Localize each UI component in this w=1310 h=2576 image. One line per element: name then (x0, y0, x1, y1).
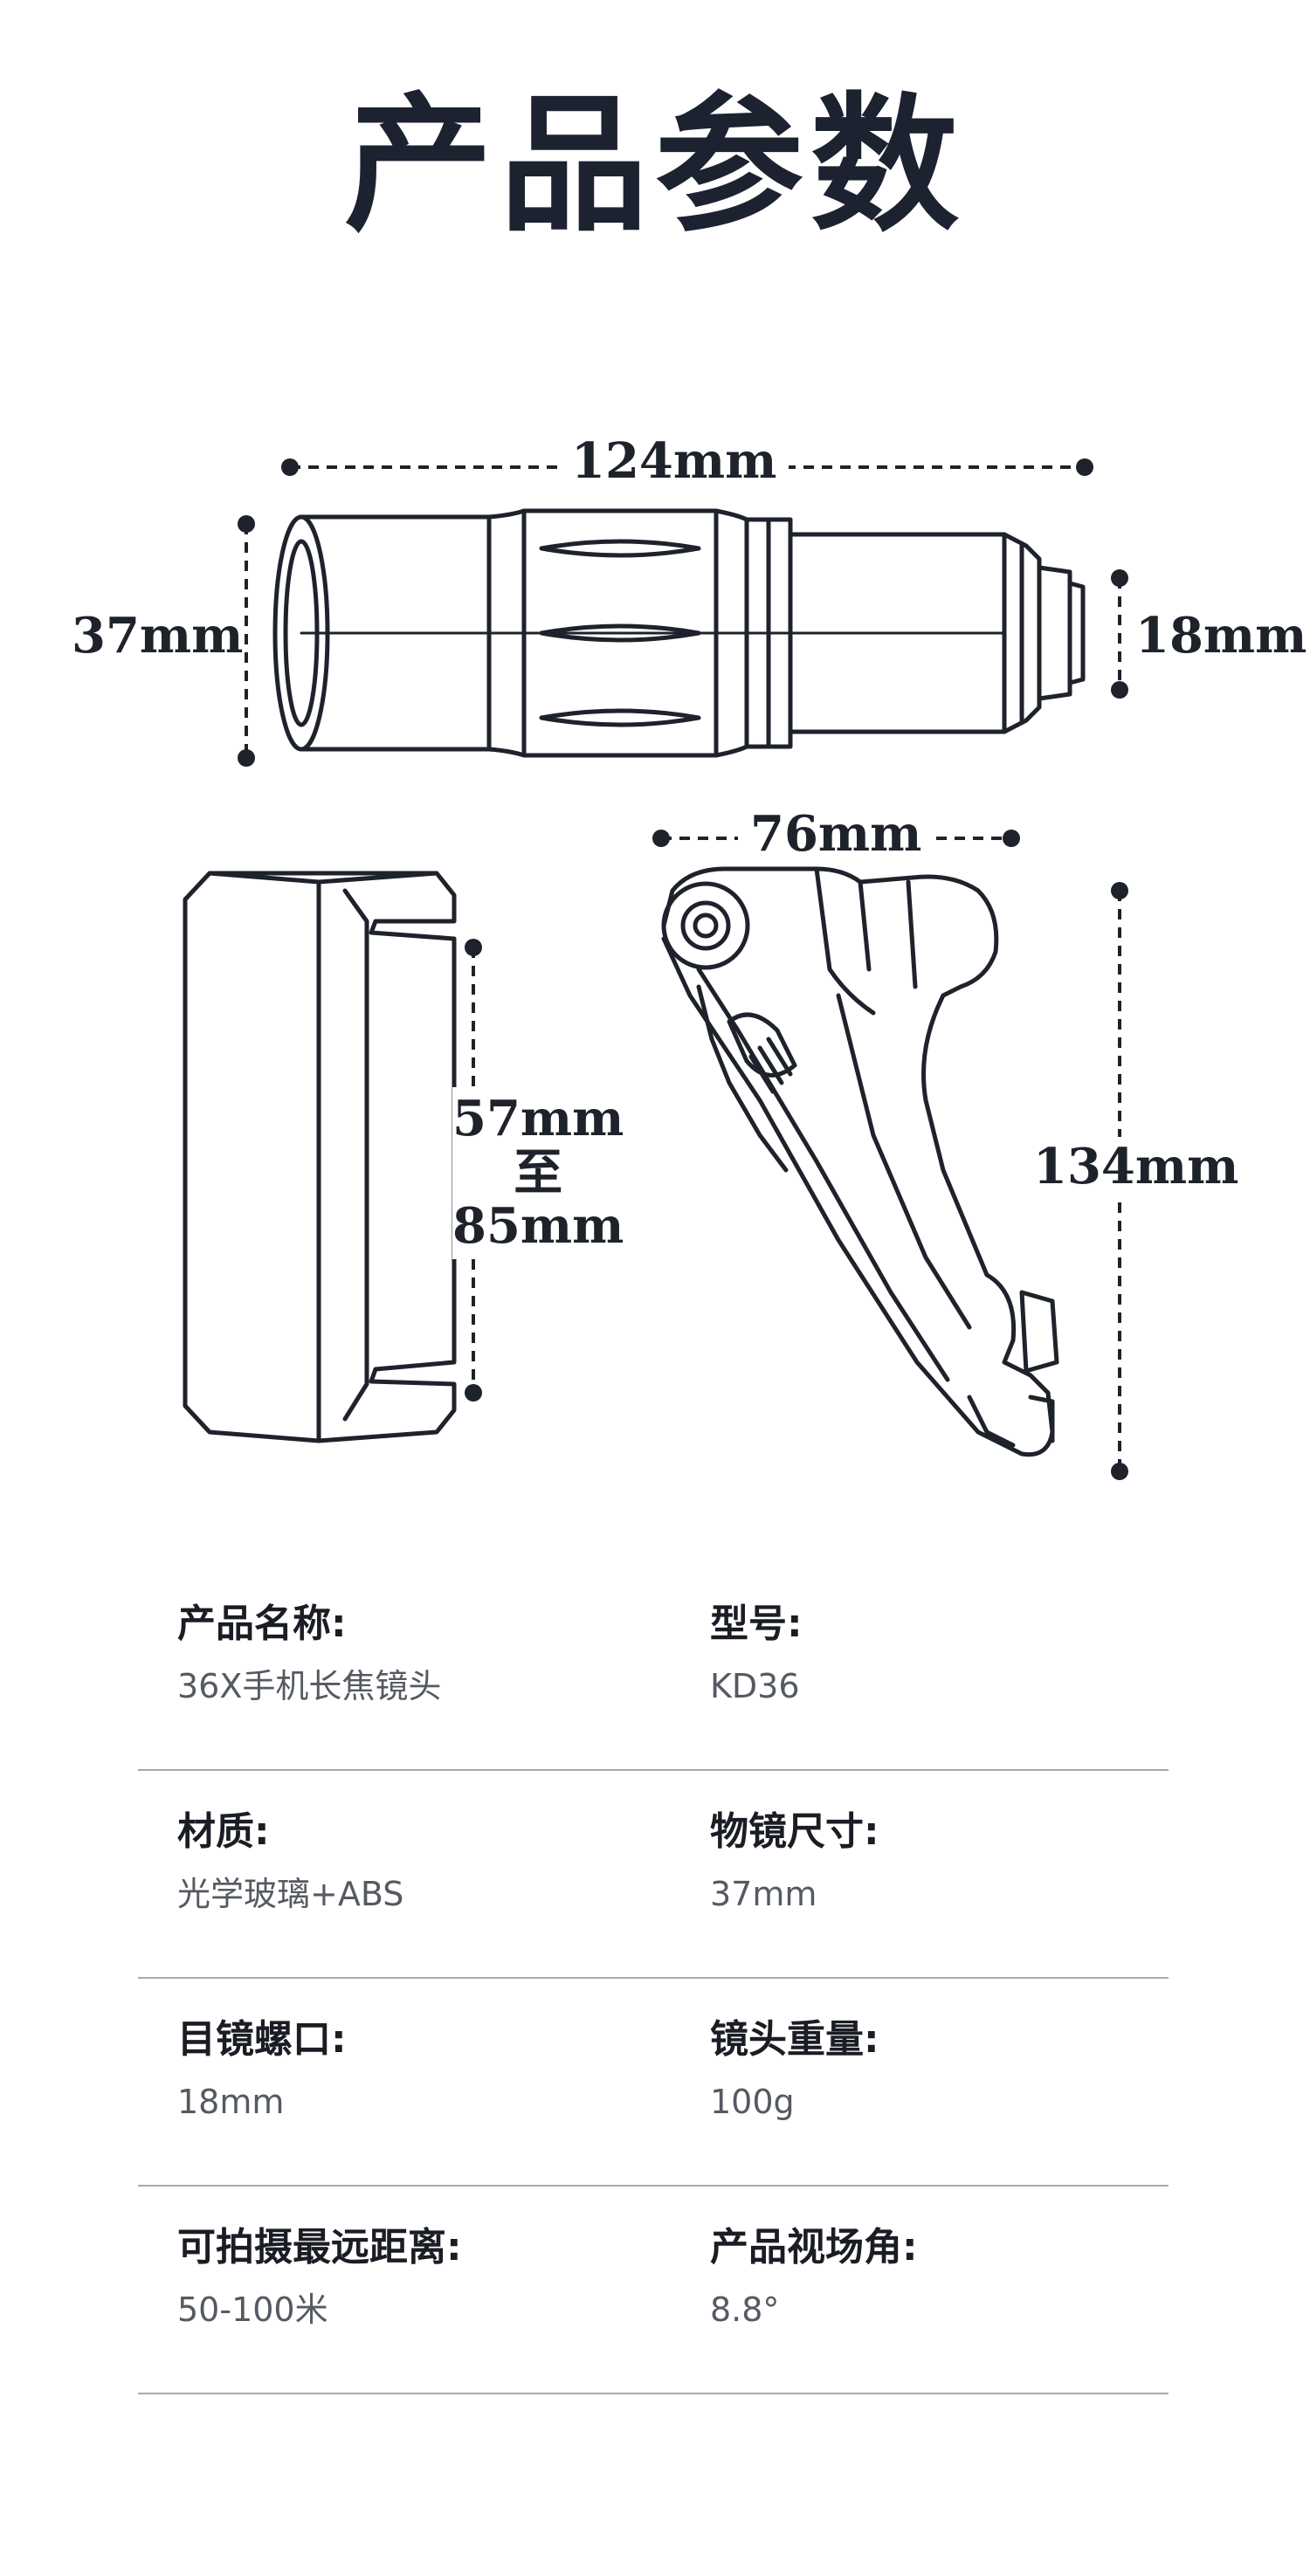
phone-range-min: 57mm (452, 1090, 624, 1147)
phone-range-max: 85mm (452, 1197, 624, 1256)
spec-label: 可拍摄最远距离: (177, 2225, 462, 2269)
spec-value: 18mm (177, 2083, 285, 2121)
product-diagram (183, 458, 1128, 1480)
monocular-lens-drawing (272, 508, 1086, 758)
spec-label: 产品视场角: (710, 2225, 918, 2269)
spec-cell: 物镜尺寸: 37mm (710, 1813, 879, 1911)
spec-cell: 可拍摄最远距离: 50-100米 (177, 2225, 462, 2329)
spec-cell: 产品视场角: 8.8° (710, 2225, 918, 2329)
spec-cell: 型号: KD36 (710, 1601, 803, 1705)
spec-cell: 产品名称: 36X手机长焦镜头 (177, 1601, 442, 1705)
spec-cell: 镜头重量: 100g (710, 2017, 879, 2121)
clip-height-label: 134mm (1026, 1137, 1246, 1196)
eyepiece-diameter-label: 18mm (1135, 607, 1307, 665)
phone-range-label: 57mm 至 85mm (452, 1087, 624, 1259)
spec-label: 型号: (710, 1601, 803, 1646)
spec-value: KD36 (710, 1667, 800, 1705)
spec-row: 可拍摄最远距离: 50-100米 产品视场角: 8.8° (138, 2187, 1169, 2394)
lens-length-label: 124mm (559, 437, 789, 486)
objective-diameter-label: 37mm (72, 607, 244, 665)
spec-value: 8.8° (710, 2290, 780, 2329)
phone-range-sep: 至 (514, 1143, 563, 1202)
page-title: 产品参数 (343, 79, 966, 252)
spec-value: 光学玻璃+ABS (177, 1875, 404, 1913)
spec-value: 50-100米 (177, 2290, 328, 2329)
holder-drawing (661, 866, 1059, 1457)
phone-clamp-drawing (183, 871, 457, 1443)
spec-label: 材质: (177, 1809, 270, 1854)
spec-label: 目镜螺口: (177, 2017, 347, 2062)
spec-value: 37mm (710, 1875, 817, 1913)
spec-cell: 目镜螺口: 18mm (177, 2017, 347, 2121)
spec-label: 物镜尺寸: (710, 1809, 879, 1854)
spec-label: 产品名称: (177, 1601, 347, 1646)
spec-row: 材质: 光学玻璃+ABS 物镜尺寸: 37mm (138, 1771, 1169, 1979)
spec-cell: 材质: 光学玻璃+ABS (177, 1813, 403, 1911)
spec-row: 目镜螺口: 18mm 镜头重量: 100g (138, 1979, 1169, 2187)
spec-label: 镜头重量: (710, 2017, 879, 2062)
spec-value: 100g (710, 2083, 795, 2121)
spec-row: 产品名称: 36X手机长焦镜头 型号: KD36 (138, 1563, 1169, 1771)
specs-table: 产品名称: 36X手机长焦镜头 型号: KD36 材质: 光学玻璃+ABS 物镜… (138, 1563, 1169, 2394)
clip-width-label: 76mm (738, 809, 934, 858)
spec-value: 36X手机长焦镜头 (177, 1667, 442, 1705)
